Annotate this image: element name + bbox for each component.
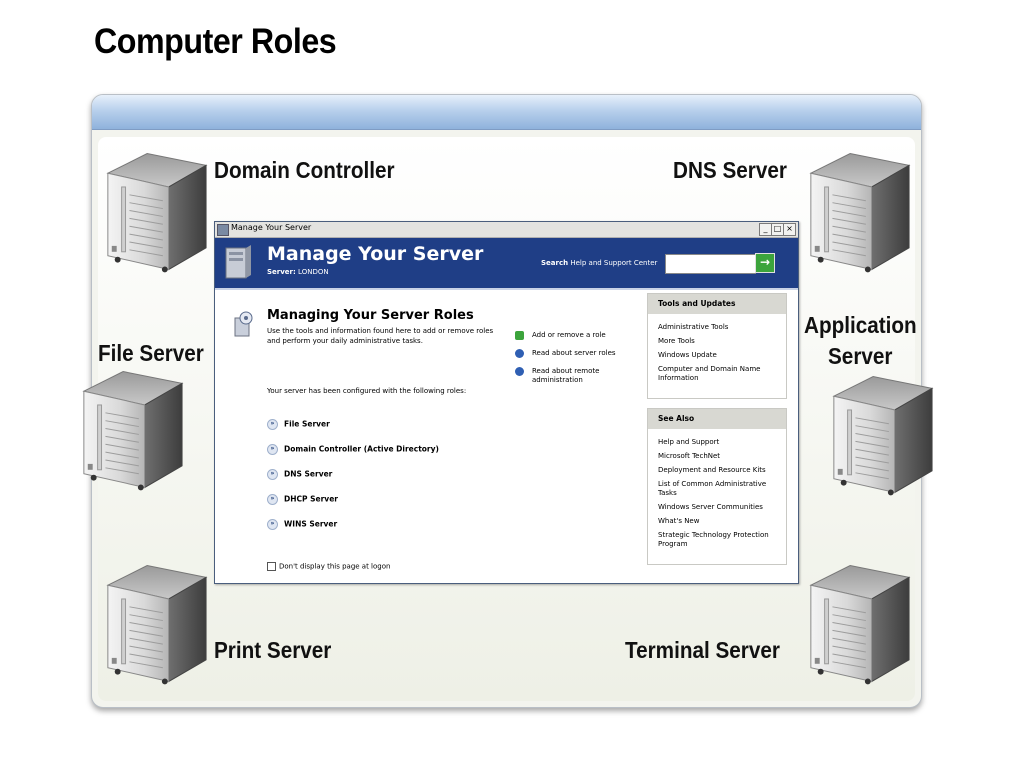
- expand-chevron-icon[interactable]: »: [267, 419, 278, 430]
- print-server-icon: [107, 565, 207, 685]
- see-also-heading: See Also: [648, 409, 786, 429]
- tools-link[interactable]: Administrative Tools: [658, 323, 729, 331]
- window-title-bar: Manage Your Server _ □ ×: [215, 222, 798, 238]
- role-item[interactable]: » Domain Controller (Active Directory): [267, 444, 439, 455]
- see-also-link[interactable]: Help and Support: [658, 438, 720, 446]
- see-also-link[interactable]: What's New: [658, 517, 700, 525]
- see-also-link[interactable]: Deployment and Resource Kits: [658, 466, 766, 474]
- file-server-label: File Server: [98, 340, 204, 366]
- slide-title: Computer Roles: [94, 22, 337, 61]
- see-also-link[interactable]: Strategic Technology Protection Program: [658, 531, 769, 548]
- expand-chevron-icon[interactable]: »: [267, 469, 278, 480]
- server-label: Server:: [267, 268, 296, 276]
- role-item[interactable]: » WINS Server: [267, 519, 337, 530]
- window-title: Manage Your Server: [231, 223, 312, 232]
- domain-controller-label: Domain Controller: [214, 157, 395, 183]
- role-item-label: DHCP Server: [284, 494, 338, 504]
- role-item[interactable]: » DHCP Server: [267, 494, 338, 505]
- role-item[interactable]: » DNS Server: [267, 469, 332, 480]
- configured-roles-text: Your server has been configured with the…: [267, 387, 467, 395]
- domain-controller-server-icon: [107, 153, 207, 273]
- search-label: Search Help and Support Center: [541, 259, 657, 267]
- expand-chevron-icon[interactable]: »: [267, 444, 278, 455]
- expand-chevron-icon[interactable]: »: [267, 519, 278, 530]
- application-server-label-line1: Application: [804, 312, 917, 338]
- role-item-label: Domain Controller (Active Directory): [284, 444, 439, 454]
- terminal-server-icon: [810, 565, 910, 685]
- application-server-label-line2: Server: [828, 343, 893, 369]
- see-also-link[interactable]: Microsoft TechNet: [658, 452, 721, 460]
- frame-title-bar: [92, 95, 921, 130]
- close-button[interactable]: ×: [783, 223, 796, 236]
- see-also-link[interactable]: Windows Server Communities: [658, 503, 763, 511]
- tools-link[interactable]: Computer and Domain Name Information: [658, 365, 761, 382]
- window-app-icon: [217, 224, 229, 236]
- server-name: LONDON: [298, 268, 329, 276]
- dont-display-checkbox[interactable]: [267, 562, 276, 571]
- banner-title: Manage Your Server: [267, 243, 484, 265]
- dont-display-checkbox-row[interactable]: Don't display this page at logon: [267, 562, 390, 571]
- search-label-bold: Search: [541, 259, 569, 267]
- role-item-label: DNS Server: [284, 469, 333, 479]
- main-description: Use the tools and information found here…: [267, 327, 494, 345]
- see-also-link[interactable]: List of Common Administrative Tasks: [658, 480, 767, 497]
- action-label: Add or remove a role: [532, 331, 606, 339]
- tools-link[interactable]: Windows Update: [658, 351, 717, 359]
- dns-server-icon: [810, 153, 910, 273]
- expand-chevron-icon[interactable]: »: [267, 494, 278, 505]
- server-computer-icon: [225, 245, 251, 279]
- application-server-icon: [833, 376, 933, 496]
- file-server-icon: [83, 371, 183, 491]
- see-also-panel: See Also Help and Support Microsoft Tech…: [647, 408, 787, 565]
- dns-server-label: DNS Server: [673, 157, 787, 183]
- action-label: Read about server roles: [532, 349, 616, 357]
- server-roles-icon: [234, 311, 253, 337]
- search-scope: Help and Support Center: [570, 259, 658, 267]
- help-icon: [515, 349, 524, 358]
- server-name-line: Server: LONDON: [267, 268, 329, 276]
- tools-panel-heading: Tools and Updates: [648, 294, 786, 314]
- tools-link[interactable]: More Tools: [658, 337, 695, 345]
- terminal-server-label: Terminal Server: [625, 637, 780, 663]
- search-go-button[interactable]: →: [755, 253, 775, 273]
- manage-your-server-window: Manage Your Server _ □ × Manage Your Ser…: [214, 221, 799, 584]
- action-label: Read about remote administration: [532, 367, 600, 384]
- print-server-label: Print Server: [214, 637, 332, 663]
- tools-and-updates-panel: Tools and Updates Administrative Tools M…: [647, 293, 787, 399]
- banner: Manage Your Server Server: LONDON Search…: [215, 238, 798, 290]
- checkbox-label: Don't display this page at logon: [279, 562, 391, 571]
- role-item-label: File Server: [284, 419, 330, 429]
- role-item-label: WINS Server: [284, 519, 338, 529]
- main-heading: Managing Your Server Roles: [267, 308, 474, 323]
- role-item[interactable]: » File Server: [267, 419, 330, 430]
- search-input[interactable]: [665, 254, 756, 274]
- green-arrow-icon: [515, 331, 524, 340]
- help-icon: [515, 367, 524, 376]
